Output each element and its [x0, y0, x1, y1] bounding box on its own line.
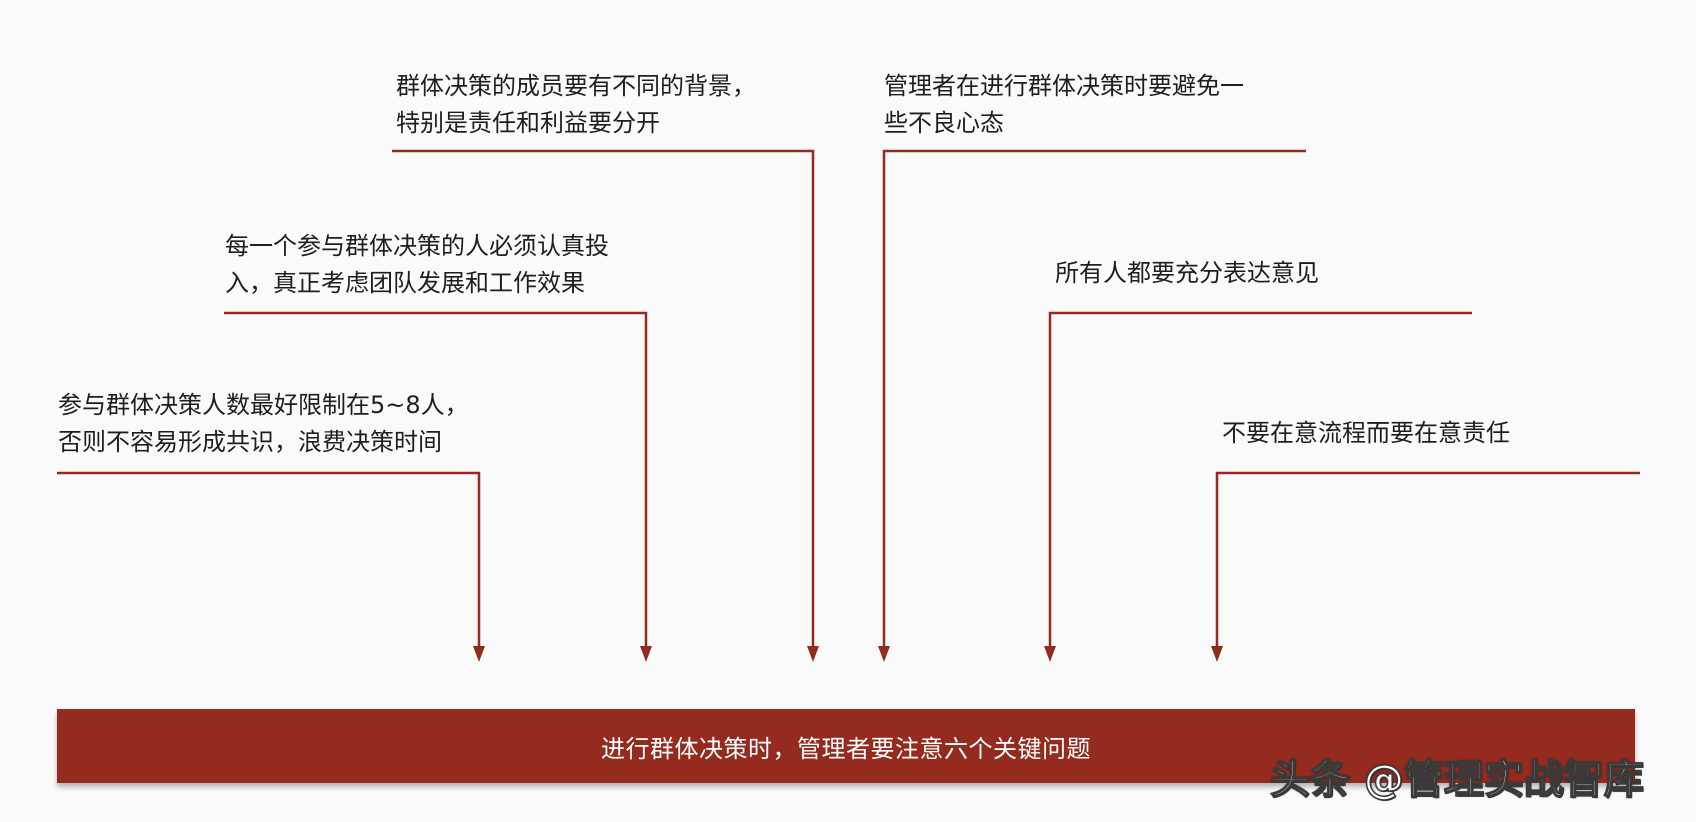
point-1-text: 参与群体决策人数最好限制在5~8人， 否则不容易形成共识，浪费决策时间 — [58, 387, 469, 461]
connector-6 — [1215, 471, 1640, 648]
main-topic-banner: 进行群体决策时，管理者要注意六个关键问题 — [57, 709, 1635, 783]
point-4-line-2: 些不良心态 — [884, 109, 1004, 137]
connector-4 — [882, 149, 1306, 648]
point-2-line-1: 每一个参与群体决策的人必须认真投 — [225, 232, 609, 260]
connector-2 — [224, 311, 648, 648]
connector-5 — [1048, 311, 1472, 648]
connector-1 — [57, 471, 481, 648]
point-4-text: 管理者在进行群体决策时要避免一 些不良心态 — [884, 68, 1244, 142]
point-6-line-1: 不要在意流程而要在意责任 — [1222, 419, 1510, 447]
arrow-5-icon — [1044, 646, 1056, 662]
point-4-line-1: 管理者在进行群体决策时要避免一 — [884, 72, 1244, 100]
watermark: 头条 @管理实战智库 — [1269, 756, 1644, 804]
arrow-3-icon — [807, 646, 819, 662]
point-5-text: 所有人都要充分表达意见 — [1055, 255, 1319, 292]
banner-title: 进行群体决策时，管理者要注意六个关键问题 — [601, 734, 1091, 763]
point-1-line-2: 否则不容易形成共识，浪费决策时间 — [58, 428, 442, 456]
point-2-line-2: 入，真正考虑团队发展和工作效果 — [225, 269, 585, 297]
point-6-text: 不要在意流程而要在意责任 — [1222, 415, 1510, 452]
point-3-text: 群体决策的成员要有不同的背景， 特别是责任和利益要分开 — [396, 68, 756, 142]
arrow-4-icon — [878, 646, 890, 662]
arrow-6-icon — [1211, 646, 1223, 662]
point-5-line-1: 所有人都要充分表达意见 — [1055, 259, 1319, 287]
connector-3 — [392, 149, 815, 648]
arrow-2-icon — [640, 646, 652, 662]
arrow-1-icon — [473, 646, 485, 662]
point-3-line-2: 特别是责任和利益要分开 — [396, 109, 660, 137]
point-2-text: 每一个参与群体决策的人必须认真投 入，真正考虑团队发展和工作效果 — [225, 228, 609, 302]
point-3-line-1: 群体决策的成员要有不同的背景， — [396, 72, 756, 100]
point-1-line-1: 参与群体决策人数最好限制在5~8人， — [58, 391, 469, 419]
